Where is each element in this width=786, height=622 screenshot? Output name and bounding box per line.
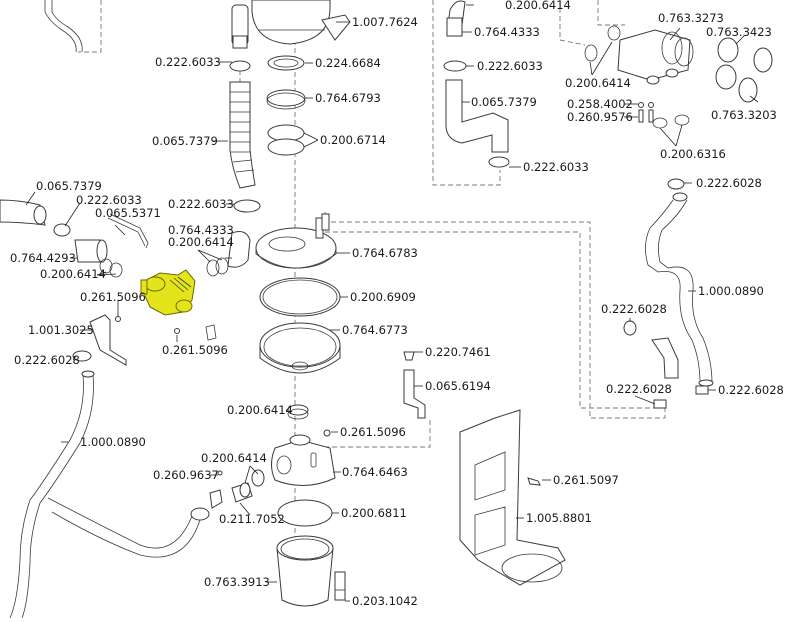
part-label[interactable]: 0.222.6028 (606, 382, 672, 396)
leader-lines (25, 4, 759, 602)
part-label[interactable]: 0.065.6194 (425, 379, 491, 393)
part-label[interactable]: 0.224.6684 (315, 56, 381, 70)
part-label[interactable]: 0.203.1042 (352, 594, 418, 608)
part-label[interactable]: 0.222.6033 (155, 55, 221, 69)
part-label[interactable]: 0.764.6463 (342, 465, 408, 479)
part-label[interactable]: 0.222.6033 (76, 193, 142, 207)
part-label[interactable]: 0.258.4002 (567, 97, 633, 111)
part-label[interactable]: 1.000.0890 (698, 284, 764, 298)
part-label[interactable]: 0.763.3423 (706, 25, 772, 39)
hose-top-right (443, 0, 510, 168)
part-label[interactable]: 0.261.5097 (553, 473, 619, 487)
part-label[interactable]: 0.200.6714 (320, 133, 386, 147)
gasket-large (259, 277, 341, 317)
part-label[interactable]: 0.222.6033 (168, 197, 234, 211)
elbow-fitting (206, 231, 251, 277)
check-valve-parts (190, 469, 265, 521)
highlighted-valve (140, 269, 196, 316)
part-label[interactable]: 0.260.9576 (567, 110, 633, 124)
part-label[interactable]: 0.222.6033 (523, 160, 589, 174)
tank-lid (255, 213, 337, 269)
part-label[interactable]: 0.222.6033 (477, 59, 543, 73)
part-label[interactable]: 0.065.5371 (95, 206, 161, 220)
part-label[interactable]: 0.260.9637 (153, 468, 219, 482)
tank-base (259, 322, 341, 374)
mounting-frame (459, 409, 566, 586)
part-label[interactable]: 0.200.6414 (505, 0, 571, 12)
part-label[interactable]: 1.007.7624 (352, 15, 418, 29)
pump-motor (231, 0, 351, 49)
part-label[interactable]: 0.065.7379 (36, 179, 102, 193)
part-label[interactable]: 0.200.6414 (40, 267, 106, 281)
part-label[interactable]: 0.764.4293 (10, 251, 76, 265)
seal-stack (229, 55, 306, 156)
part-label[interactable]: 0.200.6414 (227, 403, 293, 417)
part-label[interactable]: 1.001.3025 (28, 323, 94, 337)
part-label[interactable]: 0.065.7379 (471, 95, 537, 109)
part-label[interactable]: 0.764.4333 (474, 25, 540, 39)
part-label[interactable]: 0.764.4333 (168, 223, 234, 237)
part-label[interactable]: 0.764.6793 (315, 91, 381, 105)
part-label[interactable]: 0.261.5096 (162, 343, 228, 357)
drain-hose-left (9, 370, 201, 619)
part-label[interactable]: 0.211.7052 (219, 512, 285, 526)
drain-hose-right (623, 178, 714, 409)
part-label[interactable]: 0.200.6811 (341, 506, 407, 520)
part-label[interactable]: 0.200.6316 (660, 147, 726, 161)
part-label[interactable]: 0.065.7379 (152, 134, 218, 148)
small-hose (403, 351, 426, 419)
part-label[interactable]: 0.222.6028 (696, 176, 762, 190)
part-label[interactable]: 0.222.6028 (718, 383, 784, 397)
part-label[interactable]: 0.763.3273 (658, 11, 724, 25)
part-label[interactable]: 0.764.6773 (342, 323, 408, 337)
part-label[interactable]: 0.200.6414 (201, 451, 267, 465)
part-label[interactable]: 0.220.7461 (425, 345, 491, 359)
filter-bowl (276, 535, 346, 607)
part-label[interactable]: 0.763.3913 (204, 575, 270, 589)
part-label[interactable]: 0.222.6028 (601, 302, 667, 316)
part-label[interactable]: 1.005.8801 (526, 511, 592, 525)
part-label[interactable]: 0.261.5096 (80, 290, 146, 304)
inlet-hose-left (0, 199, 149, 278)
top-left-hose (44, 0, 83, 53)
part-label[interactable]: 0.764.6783 (352, 246, 418, 260)
part-label[interactable]: 0.222.6028 (14, 353, 80, 367)
part-label[interactable]: 0.200.6909 (350, 290, 416, 304)
small-gasket (287, 404, 309, 420)
filter-housing (271, 429, 336, 486)
part-label[interactable]: 0.200.6414 (565, 76, 631, 90)
part-label[interactable]: 0.763.3203 (711, 108, 777, 122)
o-ring (277, 499, 333, 527)
part-label[interactable]: 1.000.0890 (80, 435, 146, 449)
part-label[interactable]: 0.261.5096 (340, 425, 406, 439)
part-label[interactable]: 0.200.6414 (168, 235, 234, 249)
mounting-bracket (72, 314, 217, 366)
corrugated-hose (229, 81, 261, 213)
strainer-unit (584, 25, 773, 129)
part-labels: 1.007.7624 0.222.6033 0.224.6684 0.764.6… (10, 0, 784, 608)
